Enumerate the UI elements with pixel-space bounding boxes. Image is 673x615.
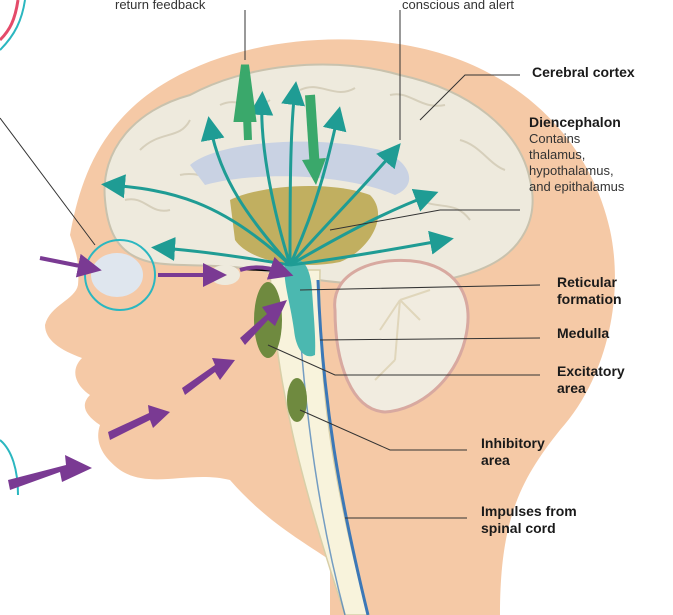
label-diencephalon-line2: thalamus,	[529, 147, 624, 163]
label-reticular-line1: Reticular	[557, 274, 622, 291]
label-impulses-line2: spinal cord	[481, 520, 577, 537]
label-excitatory-line2: area	[557, 380, 625, 397]
label-impulses-from-spinal-cord: Impulses from spinal cord	[481, 503, 577, 537]
top-note-right: conscious and alert	[402, 0, 514, 12]
label-inhibitory-area: Inhibitory area	[481, 435, 545, 469]
label-inhibitory-line1: Inhibitory	[481, 435, 545, 452]
label-excitatory-area: Excitatory area	[557, 363, 625, 397]
eye	[91, 253, 143, 297]
label-diencephalon-line4: and epithalamus	[529, 179, 624, 195]
label-cerebral-cortex: Cerebral cortex	[532, 64, 635, 81]
label-medulla: Medulla	[557, 325, 609, 342]
label-reticular-formation: Reticular formation	[557, 274, 622, 308]
label-diencephalon: Diencephalon Contains thalamus, hypothal…	[529, 114, 624, 195]
label-diencephalon-line3: hypothalamus,	[529, 163, 624, 179]
label-reticular-line2: formation	[557, 291, 622, 308]
label-inhibitory-line2: area	[481, 452, 545, 469]
label-excitatory-line1: Excitatory	[557, 363, 625, 380]
left-edge-arc-top	[0, 0, 18, 40]
label-diencephalon-title: Diencephalon	[529, 114, 624, 131]
label-impulses-line1: Impulses from	[481, 503, 577, 520]
inhibitory-area	[287, 378, 307, 422]
green-down-arrow	[310, 95, 315, 170]
label-diencephalon-line1: Contains	[529, 131, 624, 147]
top-note-left: return feedback	[115, 0, 205, 12]
